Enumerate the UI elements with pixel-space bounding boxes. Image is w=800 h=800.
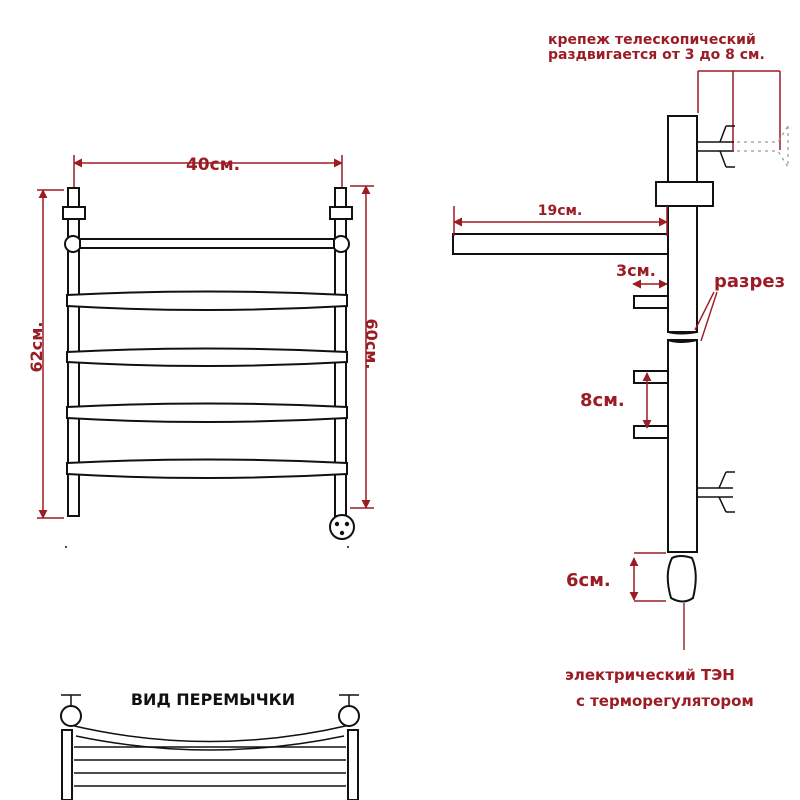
upper-mount-stub bbox=[633, 295, 669, 309]
mount-label-line-1: крепеж телескопический bbox=[548, 32, 756, 48]
bridge-view-label: ВИД ПЕРЕМЫЧКИ bbox=[131, 690, 295, 709]
section-leader-2 bbox=[700, 291, 718, 342]
curved-bar-1 bbox=[66, 290, 348, 311]
small-dot-left bbox=[65, 546, 67, 548]
spacing-8-label: 8см. bbox=[580, 390, 625, 411]
right-top-joint bbox=[332, 235, 350, 253]
heater-dimension bbox=[629, 552, 666, 602]
section-label: разрез bbox=[714, 271, 785, 292]
depth-dimension bbox=[453, 206, 668, 236]
left-top-fitting bbox=[62, 206, 86, 220]
upper-mount-bracket-top bbox=[719, 125, 727, 143]
bridge-left-post bbox=[61, 729, 73, 800]
left-top-joint bbox=[64, 235, 82, 253]
bridge-right-joint bbox=[338, 705, 360, 727]
top-clamp bbox=[655, 181, 714, 207]
front-view: 40см. 62см. 60см. bbox=[27, 155, 381, 548]
lower-vertical-collector bbox=[667, 339, 698, 553]
height-outer-label: 62см. bbox=[27, 322, 46, 373]
bridge-view: ВИД ПЕРЕМЫЧКИ bbox=[60, 690, 360, 800]
curved-bar-4 bbox=[66, 458, 348, 479]
bridge-right-post bbox=[347, 729, 359, 800]
bridge-bottom-curve bbox=[75, 735, 345, 751]
offset-3-label: 3см. bbox=[616, 261, 656, 280]
dimension-width-line bbox=[73, 155, 343, 188]
small-dot-right bbox=[347, 546, 349, 548]
lower-mount-stub bbox=[633, 425, 669, 439]
lower-mount-bracket-top bbox=[718, 471, 727, 489]
curved-bar-3 bbox=[66, 402, 348, 423]
bridge-left-joint bbox=[60, 705, 82, 727]
connector-pin-3 bbox=[339, 530, 345, 536]
electric-heater-element bbox=[666, 555, 697, 603]
side-view: крепеж телескопический раздвигается от 3… bbox=[452, 32, 789, 710]
width-label: 40см. bbox=[186, 155, 240, 175]
heater-label-line-1: электрический ТЭН bbox=[565, 666, 735, 684]
height-inner-label: 60см. bbox=[362, 319, 381, 370]
section-leader-1 bbox=[694, 291, 715, 331]
bar-side-view bbox=[452, 233, 669, 255]
bridge-top-curve bbox=[69, 724, 351, 743]
heater-6-label: 6см. bbox=[566, 570, 611, 591]
curved-bar-2 bbox=[66, 347, 348, 367]
telescopic-dimension bbox=[697, 70, 781, 150]
top-straight-bar bbox=[79, 238, 335, 249]
section-break-upper bbox=[667, 331, 698, 335]
upper-vertical-collector bbox=[667, 115, 698, 333]
section-break-lower bbox=[667, 339, 698, 343]
heater-connector bbox=[329, 514, 355, 540]
dimension-height-outer-line bbox=[37, 189, 64, 519]
depth-label: 19см. bbox=[538, 203, 583, 219]
connector-pin-1 bbox=[334, 521, 340, 527]
middle-mount-stub bbox=[633, 370, 669, 384]
dimension-height-inner-line bbox=[350, 185, 374, 509]
right-top-fitting bbox=[329, 206, 353, 220]
lower-mount-bracket-bottom bbox=[718, 496, 727, 513]
upper-mount-bracket-bottom bbox=[719, 150, 727, 168]
connector-pin-2 bbox=[344, 521, 350, 527]
mount-label-line-2: раздвигается от 3 до 8 см. bbox=[548, 47, 765, 63]
heater-label-line-2: с терморегулятором bbox=[576, 692, 754, 710]
